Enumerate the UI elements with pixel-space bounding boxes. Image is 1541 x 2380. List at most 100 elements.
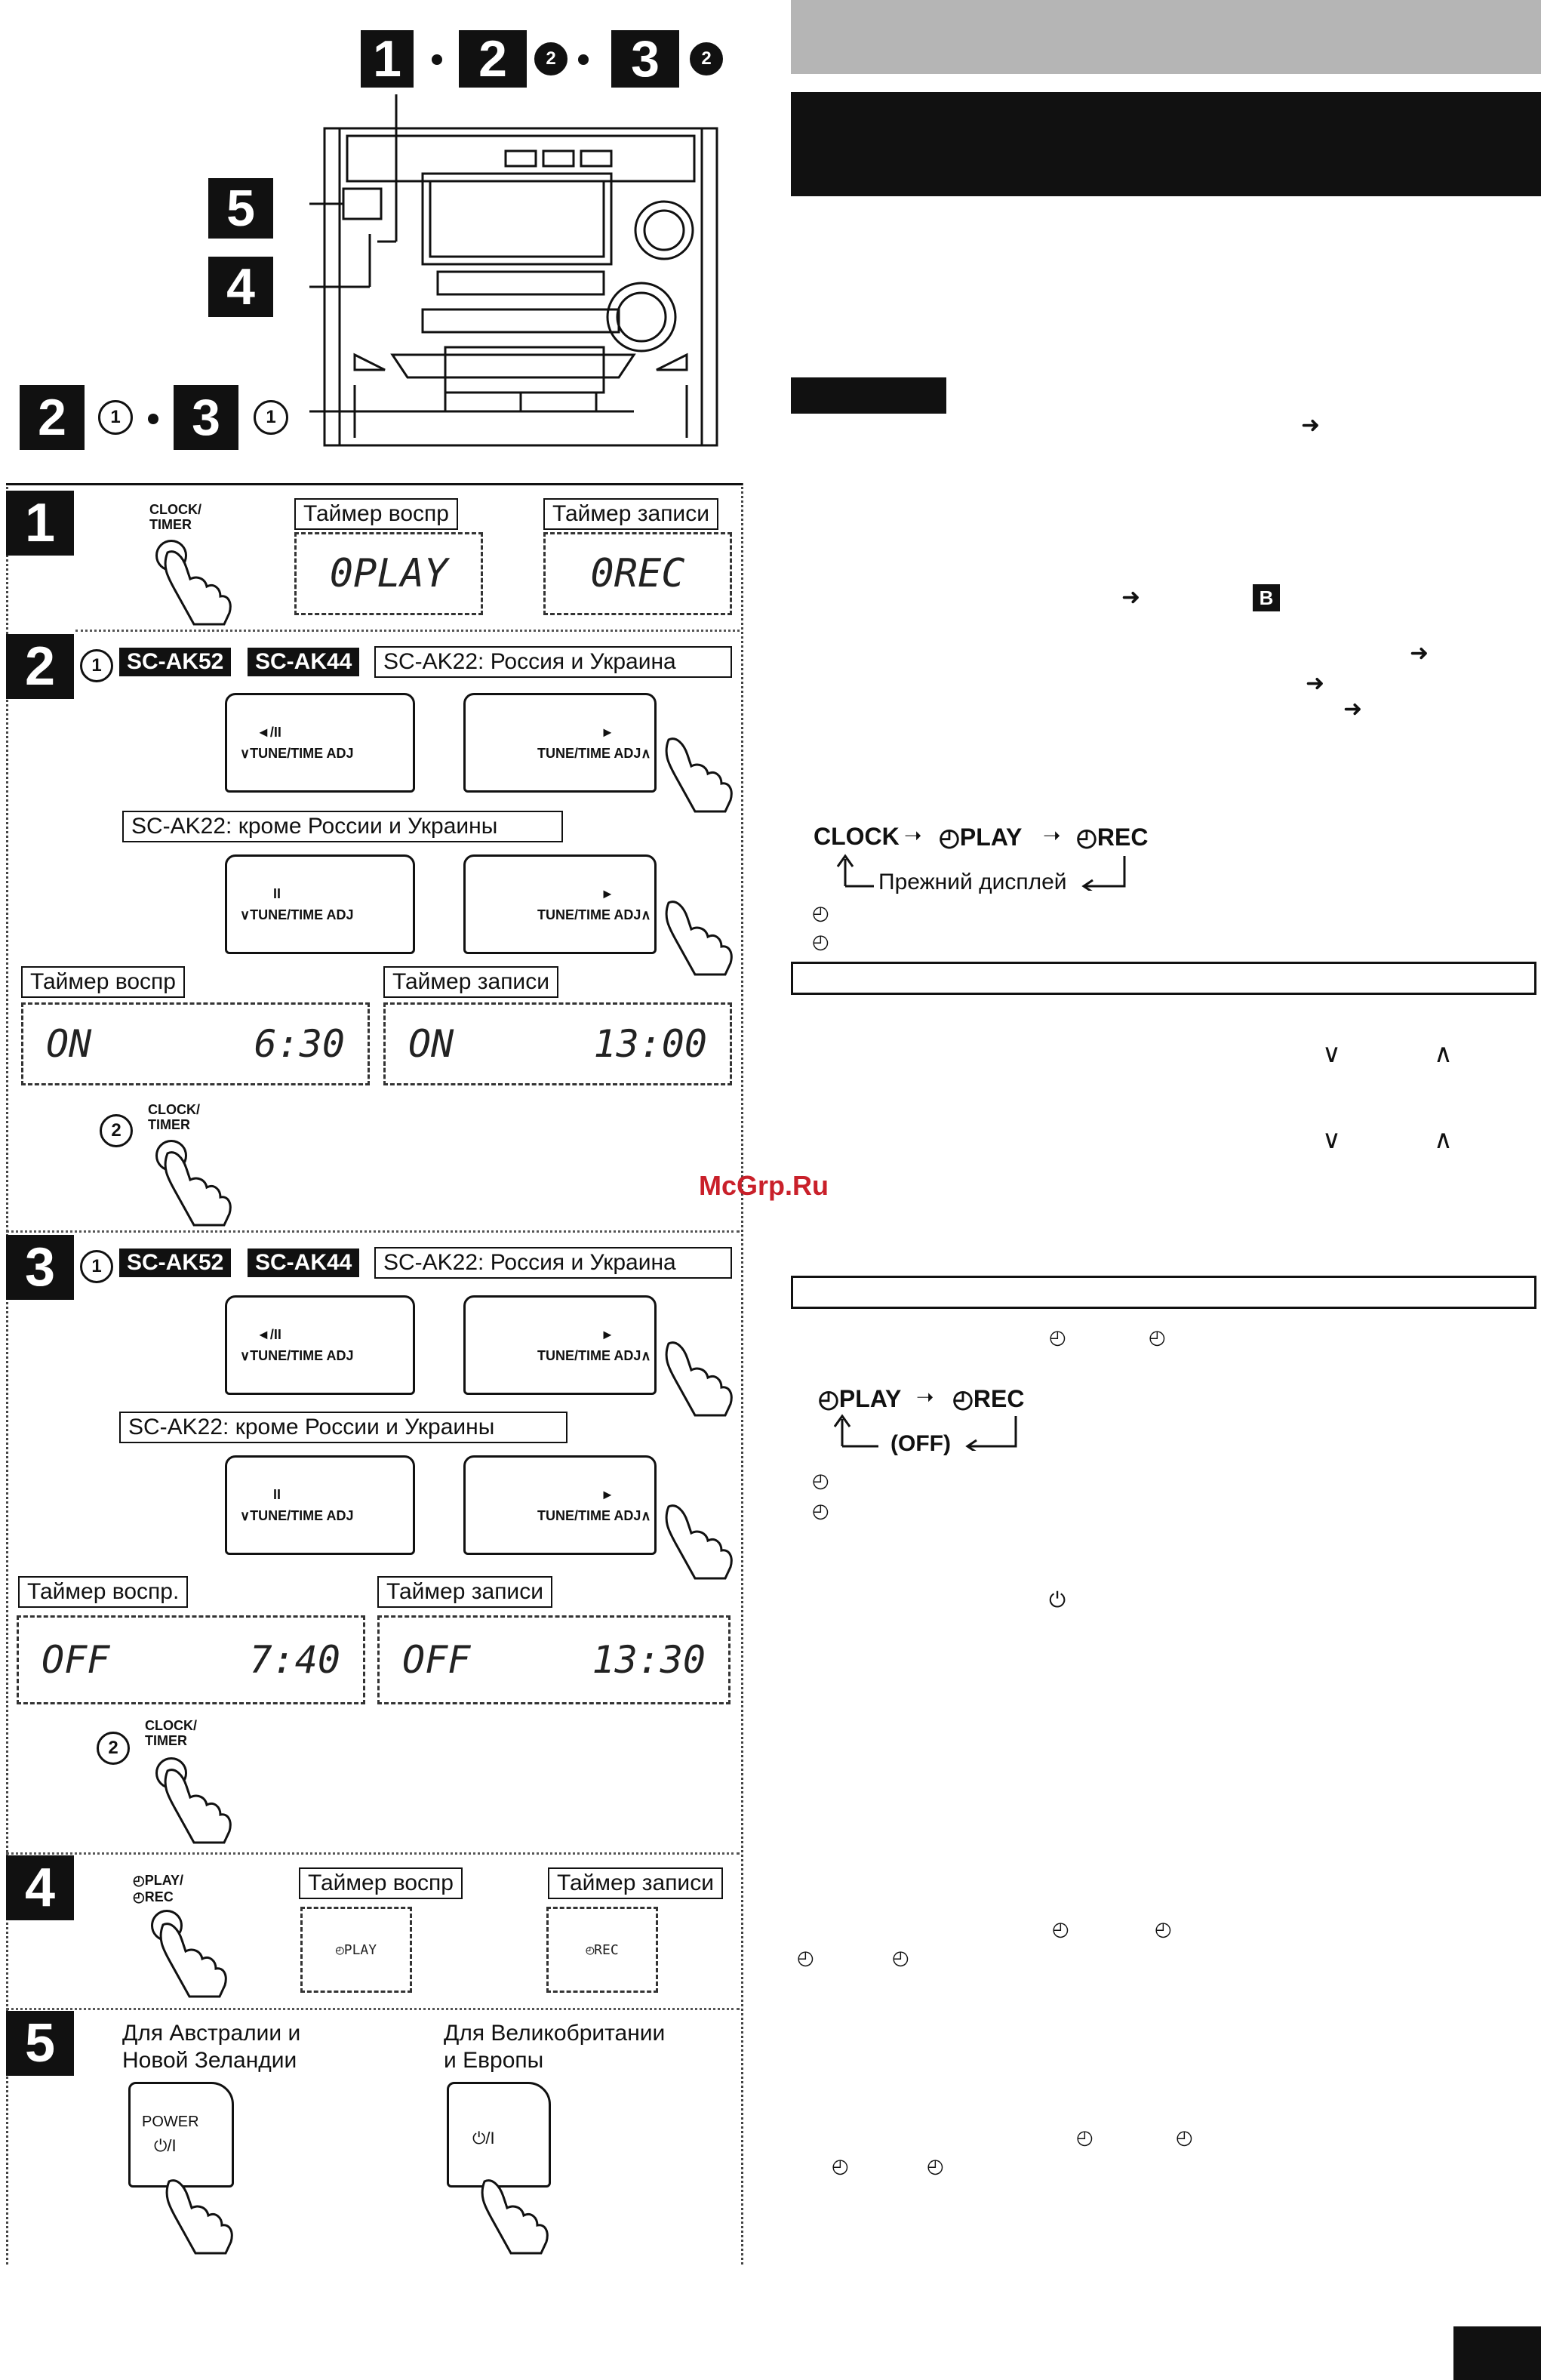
key-symbol: II	[273, 886, 281, 901]
key-symbol: II	[273, 1487, 281, 1502]
arrow-down-icon: ∨	[1322, 1125, 1341, 1154]
callout-step-2: 2	[20, 385, 85, 450]
arrow-right-icon: ➜	[1301, 413, 1321, 438]
key-symbol: ◄/II	[257, 1327, 281, 1342]
arrow-right-icon: ➜	[1121, 585, 1141, 610]
tune-up-key[interactable]	[463, 1455, 657, 1555]
pressing-hand-icon	[164, 550, 232, 626]
bullet	[432, 54, 442, 65]
rec-indicator-display: ◴REC	[546, 1907, 658, 1993]
clock-timer-button-label: CLOCK/TIMER	[148, 1102, 200, 1132]
clock-icon: ◴	[1149, 1325, 1166, 1348]
rec-timer-display: OFF 13:30	[377, 1615, 731, 1704]
pressing-hand-icon	[481, 2179, 549, 2255]
stereo-unit-illustration	[309, 94, 718, 447]
pressing-hand-icon	[164, 1151, 232, 1227]
power-button-uk[interactable]	[447, 2082, 551, 2188]
callout-step-4: 4	[208, 257, 273, 317]
step-number: 2	[6, 634, 74, 699]
step-separator	[6, 1230, 740, 1233]
power-icon: ⏻/I	[472, 2129, 495, 2148]
key-label: TUNE/TIME ADJ∧	[537, 1348, 651, 1363]
key-symbol: ►	[601, 725, 614, 740]
arrow-right-icon: ➜	[1306, 671, 1325, 696]
left-panel-border	[741, 483, 745, 2265]
clock-icon: ◴	[1052, 1917, 1069, 1940]
key-label: TUNE/TIME ADJ∧	[537, 746, 651, 761]
clock-icon: ◴	[1155, 1917, 1172, 1940]
model-tag-ak44: SC-AK44	[248, 1248, 360, 1277]
substep-2: 2	[97, 1732, 130, 1765]
clock-icon: ◴	[812, 930, 829, 953]
clock-icon: ◴	[892, 1946, 909, 1969]
clock-icon: ◴	[1076, 2126, 1093, 2148]
key-label: ∨TUNE/TIME ADJ	[240, 907, 354, 922]
power-icon: ⏻/I	[154, 2136, 177, 2155]
key-label: ∨TUNE/TIME ADJ	[240, 1508, 354, 1523]
clock-icon: ◴	[1049, 1325, 1066, 1348]
callout-substep: 2	[690, 42, 723, 75]
key-symbol: ►	[601, 1327, 614, 1342]
watermark: McGrp.Ru	[699, 1170, 829, 1201]
page-number-block	[1453, 2326, 1541, 2380]
arrow-up-icon: ∧	[1434, 1039, 1453, 1068]
callout-substep: 1	[98, 400, 133, 435]
section-tag-bar	[791, 377, 946, 414]
tune-down-key[interactable]	[225, 1455, 415, 1555]
pressing-hand-icon	[165, 2179, 233, 2255]
key-symbol: ►	[601, 886, 614, 901]
tune-up-key[interactable]	[463, 693, 657, 793]
cycle-play: ◴PLAY	[939, 824, 1023, 851]
display-status: ON	[46, 1022, 92, 1066]
cycle-return-line	[836, 854, 1126, 891]
display-time: 7:40	[249, 1638, 340, 1682]
model-tag-ak52: SC-AK52	[119, 648, 232, 676]
cycle-return-line	[833, 1414, 1017, 1451]
rec-timer-display: ON 13:00	[383, 1002, 732, 1085]
step-separator	[6, 1852, 740, 1855]
display-status: OFF	[402, 1638, 471, 1682]
key-symbol: ◄/II	[257, 725, 281, 740]
play-indicator-display: ◴PLAY	[300, 1907, 412, 1993]
substep-2: 2	[100, 1114, 133, 1147]
clock-icon: ◴	[812, 901, 829, 924]
tune-down-key[interactable]	[225, 1295, 415, 1395]
step-number: 5	[6, 2011, 74, 2076]
key-symbol: ►	[601, 1487, 614, 1502]
header-black-bar	[791, 92, 1541, 196]
left-panel-border	[6, 483, 748, 2265]
arrow-right-icon: ➝	[1043, 824, 1061, 847]
step-number: 3	[6, 1235, 74, 1300]
play-timer-label: Таймер воспр	[21, 966, 185, 998]
arrow-right-icon: ➝	[904, 824, 922, 847]
cycle-back-label: (OFF)	[890, 1431, 951, 1456]
subheading-box	[791, 1276, 1536, 1309]
tune-up-key[interactable]	[463, 854, 657, 954]
arrow-right-icon: ➜	[1410, 641, 1429, 666]
display-time: 13:00	[593, 1022, 707, 1066]
clock-icon: ◴	[812, 1499, 829, 1522]
rec-timer-label: Таймер записи	[543, 498, 718, 530]
pressing-hand-icon	[159, 1923, 227, 1998]
step-number: 1	[6, 491, 74, 556]
arrow-right-icon: ➝	[916, 1385, 934, 1409]
tune-down-key[interactable]	[225, 693, 415, 793]
play-timer-label: Таймер воспр	[294, 498, 458, 530]
pressing-hand-icon	[164, 1769, 232, 1844]
left-panel-top	[6, 483, 743, 485]
power-button-australia[interactable]	[128, 2082, 234, 2188]
cycle-back-label: Прежний дисплей	[878, 870, 1067, 894]
cycle-play: ◴PLAY	[818, 1385, 902, 1412]
region-label-other: SC-AK22: кроме России и Украины	[119, 1412, 567, 1443]
step-separator	[75, 630, 740, 632]
display-status: OFF	[42, 1638, 110, 1682]
substep-1: 1	[80, 1250, 113, 1283]
callout-step-1: 1	[361, 30, 414, 88]
pressing-hand-icon	[665, 901, 733, 976]
play-timer-display: OFF 7:40	[17, 1615, 365, 1704]
tune-up-key[interactable]	[463, 1295, 657, 1395]
tune-down-key[interactable]	[225, 854, 415, 954]
model-tag-ak52: SC-AK52	[119, 1248, 232, 1277]
model-tag-ak44: SC-AK44	[248, 648, 360, 676]
